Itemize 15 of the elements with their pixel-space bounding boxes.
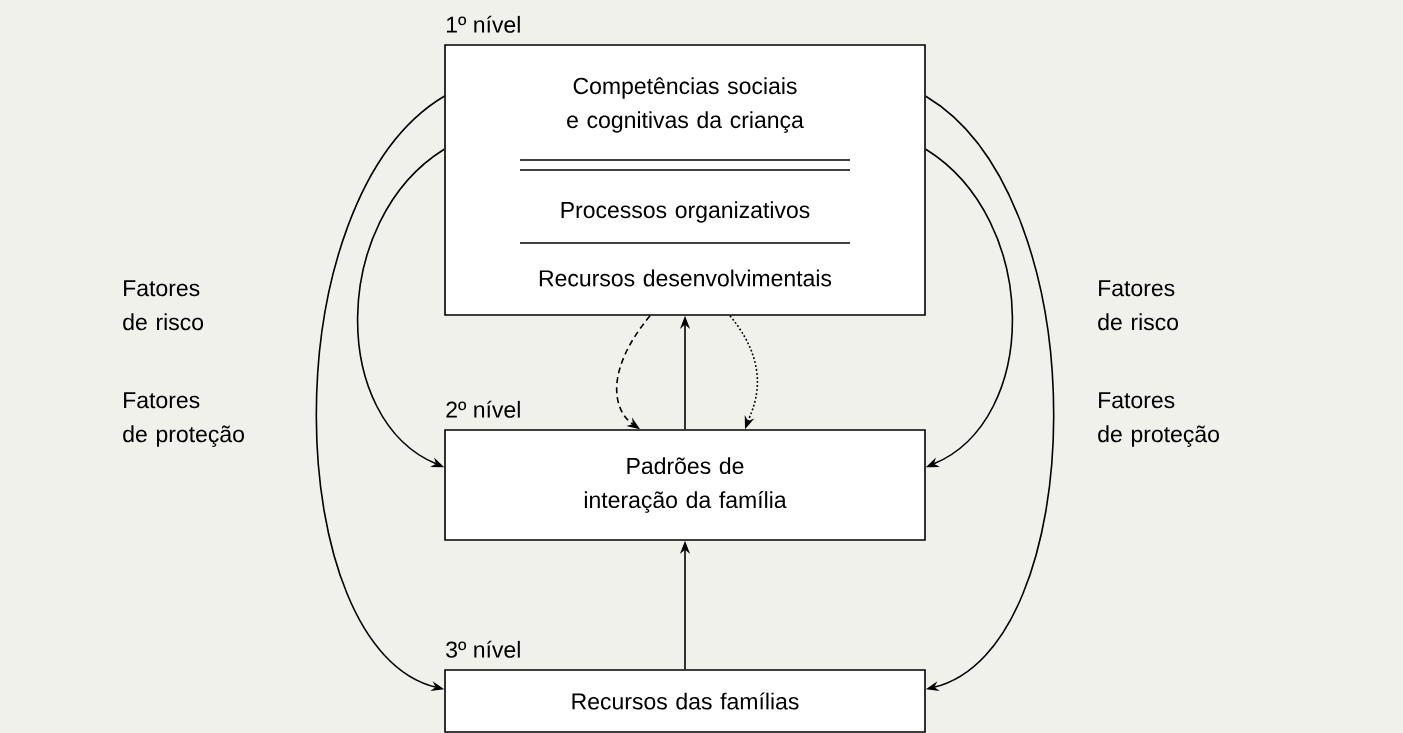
arrow	[925, 148, 1014, 468]
factor-label: Fatores de risco	[1098, 280, 1179, 331]
box-text: Recursos das famílias	[572, 692, 799, 710]
box-text: Processos organizativos	[561, 201, 810, 223]
level-label: 1º nível	[446, 15, 520, 33]
level-label: 2º nível	[446, 400, 520, 418]
box-text: Padrões de interação da família	[584, 457, 787, 513]
level-label: 3º nível	[446, 640, 520, 658]
box-text: Recursos desenvolvimentais	[539, 269, 832, 287]
arrow	[925, 95, 1055, 692]
factor-label: Fatores de risco	[123, 280, 204, 331]
box-text: Competências sociais e cognitivas da criança	[567, 77, 804, 133]
factor-label: Fatores de proteção	[123, 392, 244, 447]
factor-label: Fatores de proteção	[1098, 392, 1219, 447]
arrow	[356, 148, 445, 468]
